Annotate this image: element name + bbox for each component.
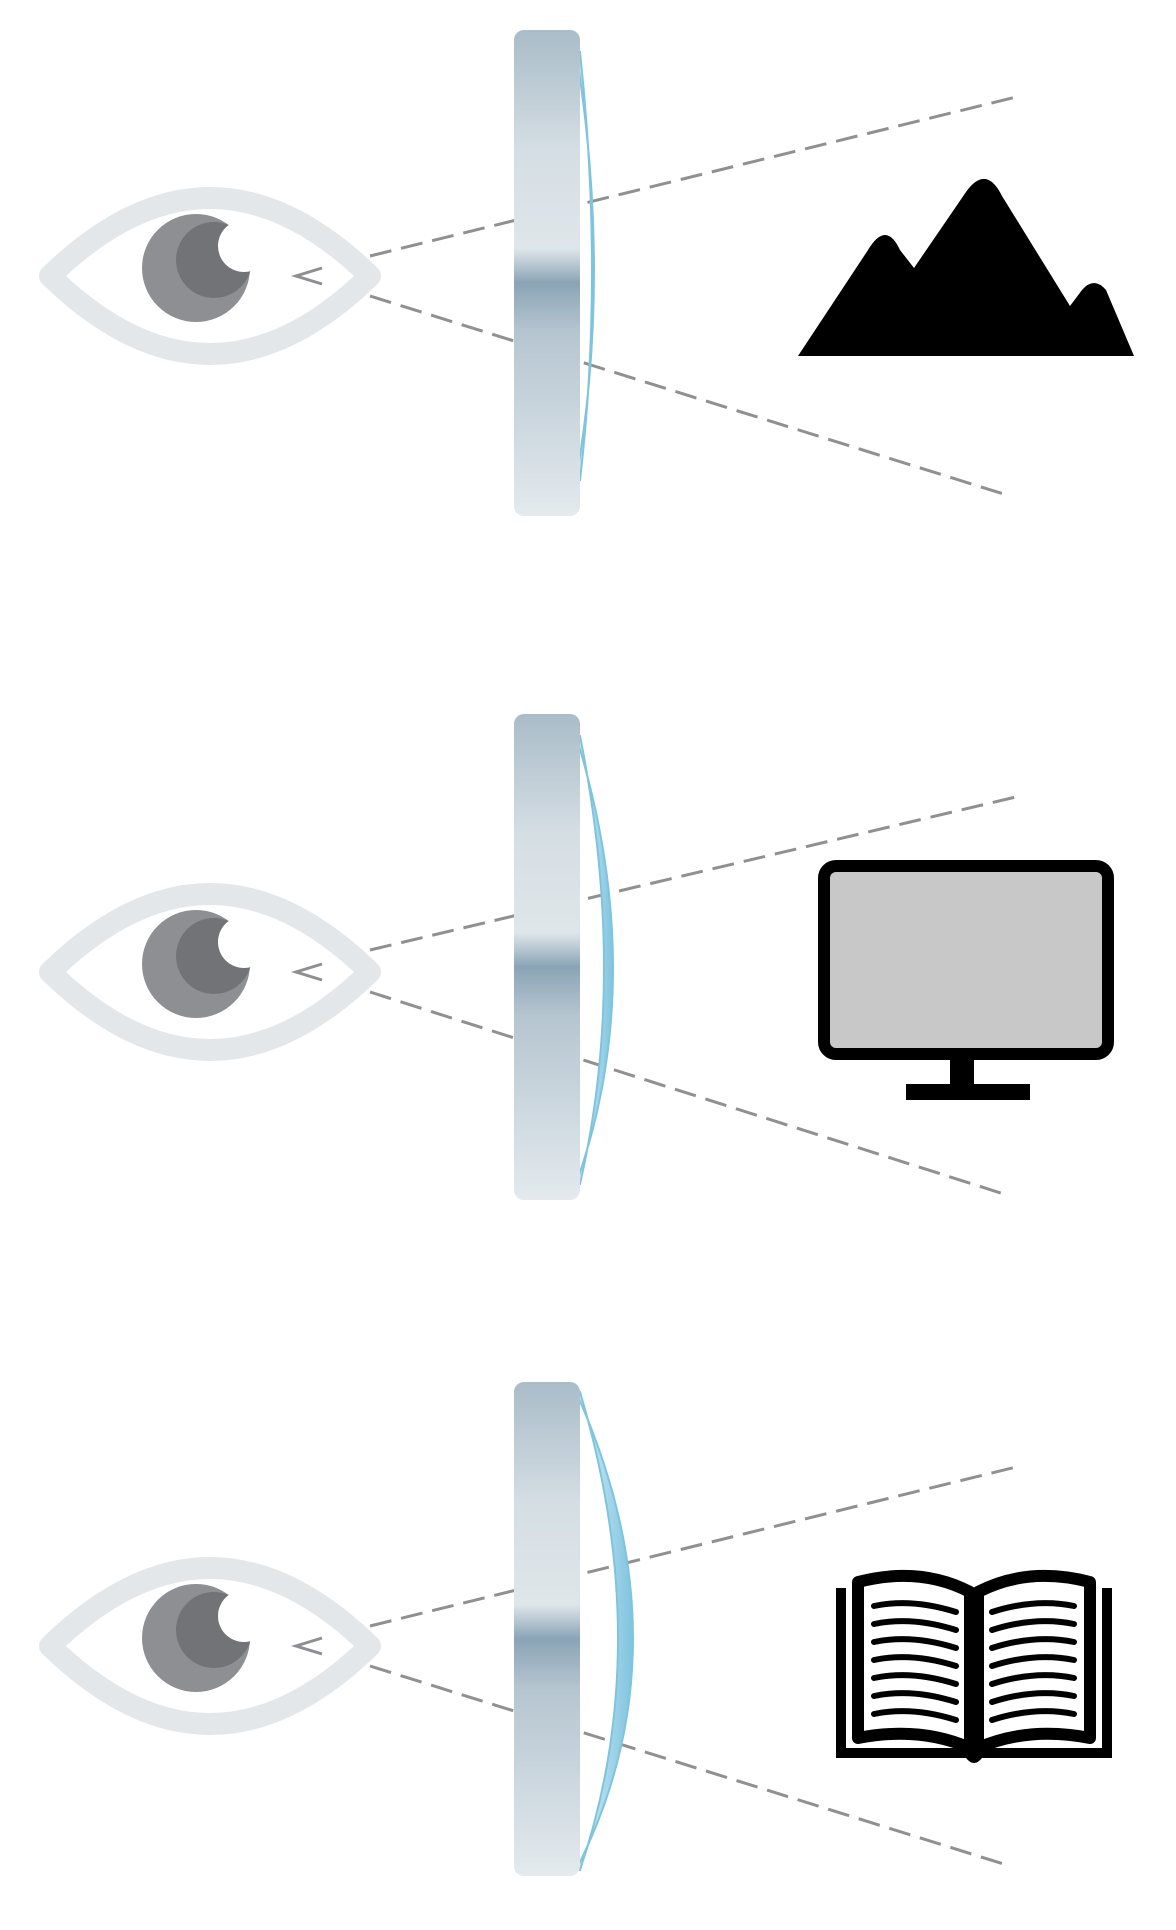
eye-focus-mark — [290, 962, 323, 982]
panel-distance-vision — [0, 0, 1176, 560]
lower-sight-line — [369, 990, 1011, 1198]
eye-icon — [39, 187, 381, 365]
lens-body — [514, 30, 580, 516]
panel-distance-svg — [39, 30, 1134, 516]
panel-intermediate-svg — [39, 714, 1114, 1200]
monitor-neck — [950, 1054, 974, 1084]
lens-intermediate — [514, 714, 614, 1200]
lower-sight-line — [369, 1664, 1011, 1868]
eye-focus-mark — [290, 266, 323, 286]
lens-body — [514, 1382, 580, 1876]
eye-focus-mark — [290, 1636, 323, 1656]
book-left-page — [852, 1569, 976, 1754]
eye-highlight — [218, 916, 270, 968]
monitor-screen — [818, 860, 1114, 1060]
upper-sight-line — [369, 94, 1021, 258]
sight-lines — [369, 94, 1021, 498]
sight-lines — [369, 794, 1021, 1198]
upper-sight-line — [369, 1464, 1021, 1628]
lens-focus-diagram — [0, 0, 1176, 1876]
panel-near-svg — [39, 1382, 1112, 1876]
eye-icon — [39, 1557, 381, 1735]
lens-near — [514, 1382, 634, 1876]
monitor-base — [906, 1084, 1030, 1100]
mountain-icon — [798, 178, 1134, 356]
eye-highlight — [218, 220, 270, 272]
sight-lines — [369, 1464, 1021, 1868]
book-left-text-lines — [871, 1600, 959, 1723]
upper-sight-line — [369, 794, 1021, 952]
panel-near-vision — [0, 1370, 1176, 1930]
lens-front-curve — [574, 735, 614, 1185]
eye-icon — [39, 883, 381, 1061]
lens-body — [514, 714, 580, 1200]
panel-intermediate-vision — [0, 700, 1176, 1260]
monitor-icon — [818, 860, 1114, 1100]
eye-highlight — [218, 1590, 270, 1642]
book-right-text-lines — [989, 1600, 1077, 1723]
lower-sight-line — [369, 294, 1011, 498]
lens-front-curve — [574, 1391, 634, 1871]
book-right-page — [972, 1569, 1096, 1754]
lens-distance — [514, 30, 595, 516]
open-book-icon — [836, 1569, 1112, 1763]
